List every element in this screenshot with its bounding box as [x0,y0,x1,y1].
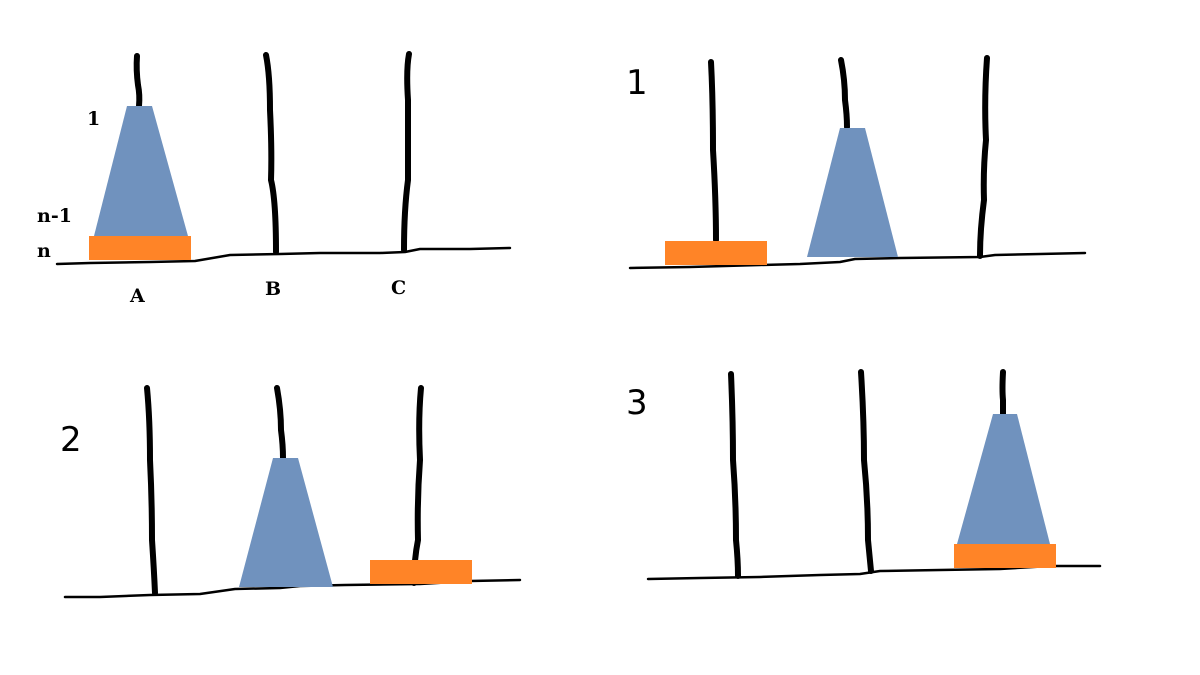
ground-line [628,251,1087,270]
disk-stack-1-to-n-1 [239,458,333,587]
peg-label-c: C [391,277,406,299]
peg-c [999,369,1006,417]
panel-step-3: 3 [626,369,1102,581]
disk-stack-1-to-n-1 [957,414,1050,544]
peg-c [977,55,990,259]
step-number: 2 [60,420,82,460]
peg-b [263,52,279,255]
disk-n [370,560,472,584]
panel-step-2: 2 [60,385,522,599]
peg-a [144,385,158,596]
peg-c [411,385,424,586]
disk-label-bottom: n [37,240,51,262]
step-number: 1 [626,63,648,103]
step-number: 3 [626,383,648,423]
disk-n [665,241,767,265]
peg-a [133,53,143,109]
panel-step-1: 1 [626,55,1087,270]
peg-b [838,57,850,130]
peg-label-b: B [265,278,281,300]
panel-initial: 1 n-1 n A B C [37,51,512,307]
peg-a [708,59,719,243]
peg-b [274,385,286,461]
disk-stack-1-to-n-1 [94,106,188,236]
disk-label-second-last: n-1 [37,205,72,227]
disk-stack-1-to-n-1 [807,128,898,257]
ground-line [55,246,512,266]
disk-n [89,236,191,260]
disk-n [954,544,1056,568]
peg-c [401,51,412,253]
peg-a [728,371,741,579]
peg-b [858,369,874,574]
disk-label-top: 1 [87,108,100,130]
peg-label-a: A [129,285,145,307]
